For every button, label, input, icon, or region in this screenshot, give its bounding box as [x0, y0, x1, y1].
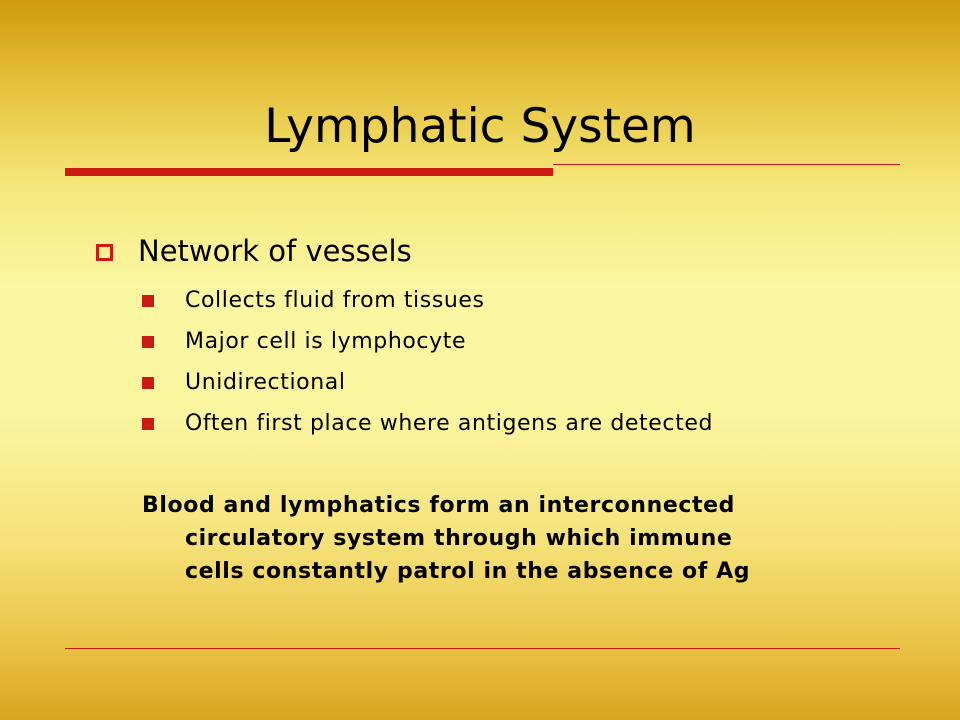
summary-paragraph: Blood and lymphatics form an interconnec… — [142, 489, 922, 588]
sub-bullet-item: Collects fluid from tissues — [142, 280, 713, 321]
summary-line: cells constantly patrol in the absence o… — [185, 559, 751, 584]
sub-bullet-text: Major cell is lymphocyte — [185, 329, 467, 354]
sub-bullet-item: Unidirectional — [142, 362, 713, 403]
footer-rule — [65, 648, 900, 649]
sub-bullet-item: Major cell is lymphocyte — [142, 321, 713, 362]
title-underline-thin — [553, 164, 900, 165]
slide-title: Lymphatic System — [264, 99, 696, 154]
filled-square-icon — [142, 294, 154, 307]
sub-bullet-text: Often first place where antigens are det… — [185, 411, 714, 436]
main-bullet-text: Network of vessels — [138, 234, 412, 268]
filled-square-icon — [142, 335, 154, 348]
sub-bullet-list: Collects fluid from tissues Major cell i… — [142, 280, 713, 444]
sub-bullet-text: Unidirectional — [185, 370, 346, 395]
filled-square-icon — [142, 417, 154, 430]
summary-line: Blood and lymphatics form an interconnec… — [142, 493, 735, 518]
summary-line: circulatory system through which immune — [185, 526, 733, 551]
sub-bullet-item: Often first place where antigens are det… — [142, 403, 713, 444]
hollow-square-icon — [96, 243, 113, 261]
filled-square-icon — [142, 376, 154, 389]
main-bullet: Network of vessels — [96, 231, 412, 271]
sub-bullet-text: Collects fluid from tissues — [185, 288, 485, 313]
title-underline-thick — [65, 168, 553, 176]
